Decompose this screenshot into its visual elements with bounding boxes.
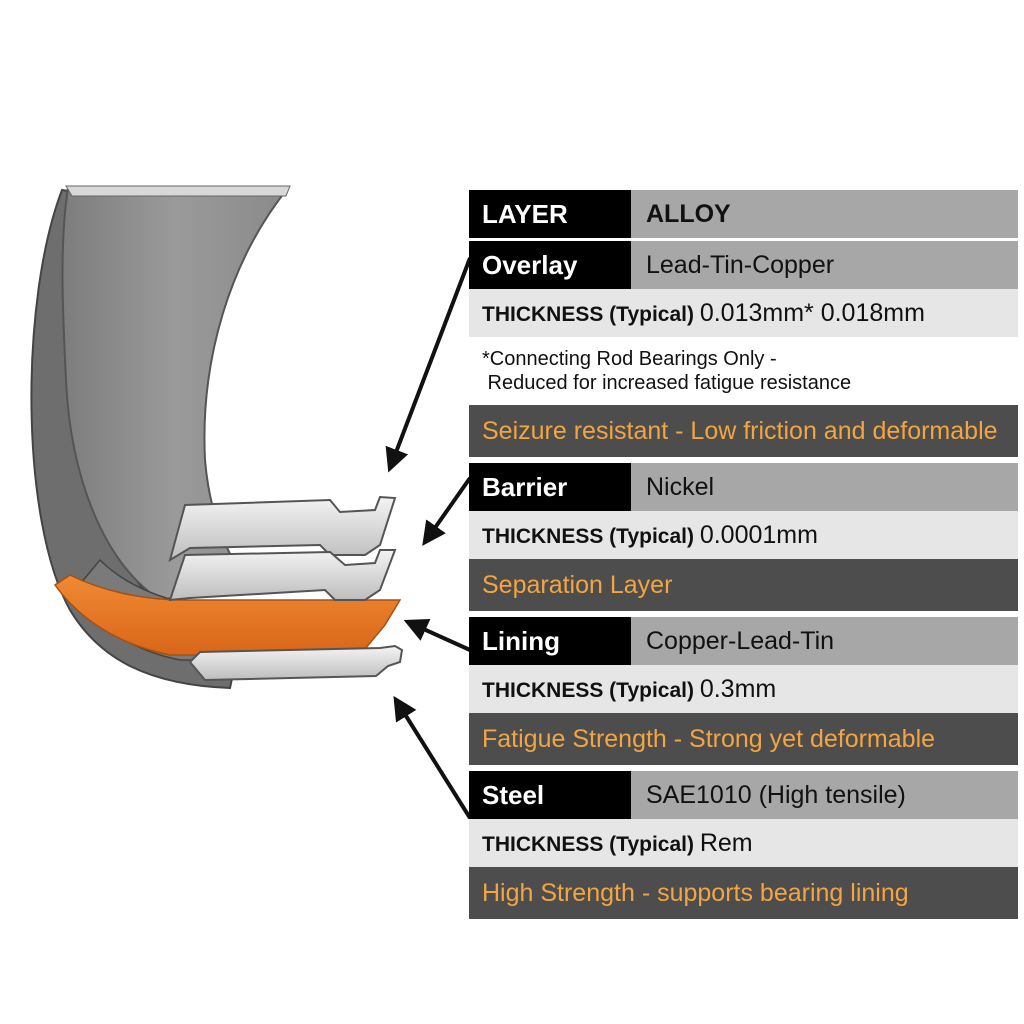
lining-thickness-value: 0.3mm — [699, 675, 777, 703]
lining-arrow — [403, 618, 471, 652]
steel-arrow — [393, 695, 472, 820]
barrier-header-row: Barrier Nickel — [469, 463, 1018, 511]
barrier-thickness-row: THICKNESS (Typical) 0.0001mm — [469, 511, 1018, 559]
steel-thickness-label: THICKNESS (Typical) — [482, 833, 700, 856]
lining-alloy: Copper-Lead-Tin — [631, 617, 1018, 665]
bearing-spec-table: LAYER ALLOY Overlay Lead-Tin-Copper THIC… — [469, 190, 1018, 919]
steel-thickness-row: THICKNESS (Typical) Rem — [469, 819, 1018, 867]
steel-description: High Strength - supports bearing lining — [469, 867, 1018, 919]
overlay-arrow — [385, 257, 472, 473]
barrier-layer-name: Barrier — [469, 463, 631, 511]
lining-header-row: Lining Copper-Lead-Tin — [469, 617, 1018, 665]
barrier-arrow — [422, 476, 472, 546]
lining-thickness-label: THICKNESS (Typical) — [482, 679, 700, 702]
shell-top-edge — [65, 185, 291, 197]
layer-column-header: LAYER — [469, 190, 631, 238]
barrier-alloy: Nickel — [631, 463, 1018, 511]
steel-alloy: SAE1010 (High tensile) — [631, 771, 1018, 819]
overlay-thickness-label: THICKNESS (Typical) — [482, 303, 700, 326]
steel-layer-name: Steel — [469, 771, 631, 819]
barrier-thickness-value: 0.0001mm — [699, 521, 818, 549]
table-header-row: LAYER ALLOY — [469, 190, 1018, 238]
lining-layer-name: Lining — [469, 617, 631, 665]
overlay-note: *Connecting Rod Bearings Only - Reduced … — [469, 337, 1018, 405]
steel-thickness-value: Rem — [699, 829, 753, 857]
overlay-thickness-row: THICKNESS (Typical) 0.013mm* 0.018mm — [469, 289, 1018, 337]
alloy-column-header: ALLOY — [631, 190, 1018, 238]
overlay-note-line-2: Reduced for increased fatigue resistance — [482, 372, 852, 394]
lining-band — [53, 574, 402, 656]
steel-strip — [188, 644, 404, 682]
overlay-header-row: Overlay Lead-Tin-Copper — [469, 241, 1018, 289]
barrier-description: Separation Layer — [469, 559, 1018, 611]
overlay-thickness-value: 0.013mm* 0.018mm — [699, 299, 925, 327]
barrier-thickness-label: THICKNESS (Typical) — [482, 525, 700, 548]
barrier-step-layer — [168, 549, 397, 602]
overlay-alloy: Lead-Tin-Copper — [631, 241, 1018, 289]
overlay-layer-name: Overlay — [469, 241, 631, 289]
overlay-description: Seizure resistant - Low friction and def… — [469, 405, 1018, 457]
overlay-step-layer — [168, 495, 397, 563]
steel-header-row: Steel SAE1010 (High tensile) — [469, 771, 1018, 819]
lining-thickness-row: THICKNESS (Typical) 0.3mm — [469, 665, 1018, 713]
overlay-note-line-1: *Connecting Rod Bearings Only - — [482, 348, 777, 370]
lining-description: Fatigue Strength - Strong yet deformable — [469, 713, 1018, 765]
